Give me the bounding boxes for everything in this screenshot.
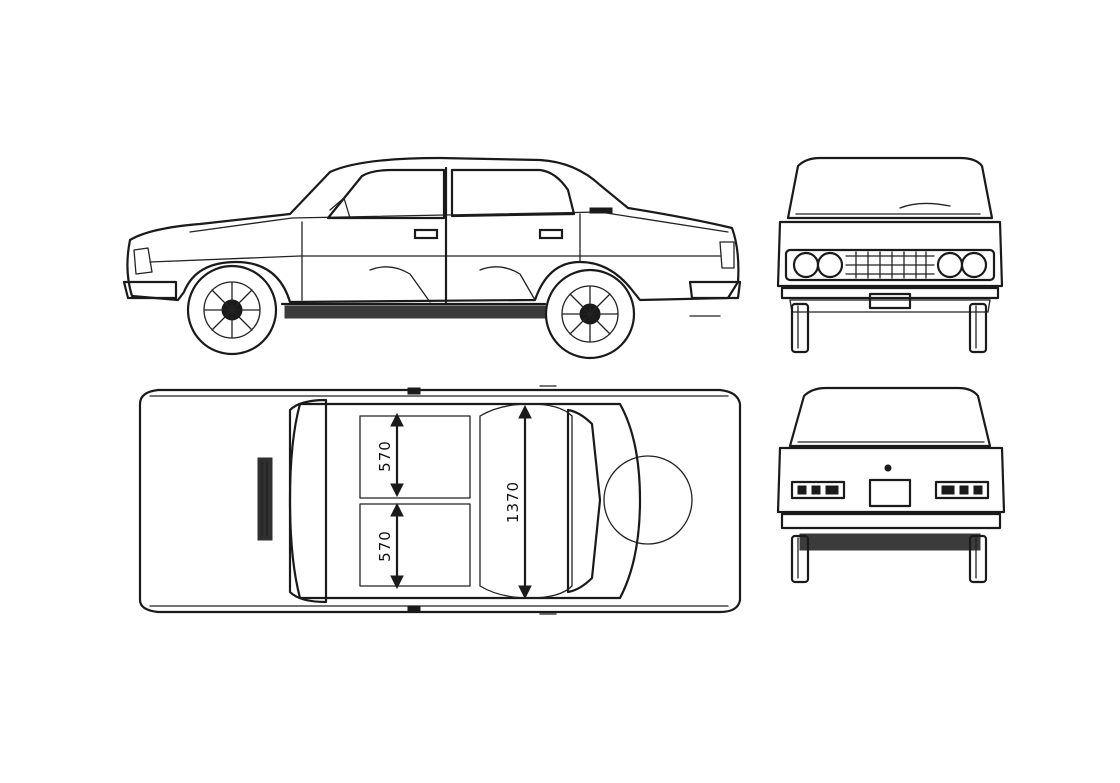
rear-seat-dimension: 570: [376, 530, 394, 562]
top-view: 570 570 1370: [138, 385, 742, 615]
front-seat-dimension: 570: [376, 440, 394, 472]
rear-view: [776, 386, 1006, 584]
side-view: [122, 156, 742, 360]
front-view: [776, 156, 1004, 354]
cabin-width-dimension: 1370: [504, 481, 522, 523]
